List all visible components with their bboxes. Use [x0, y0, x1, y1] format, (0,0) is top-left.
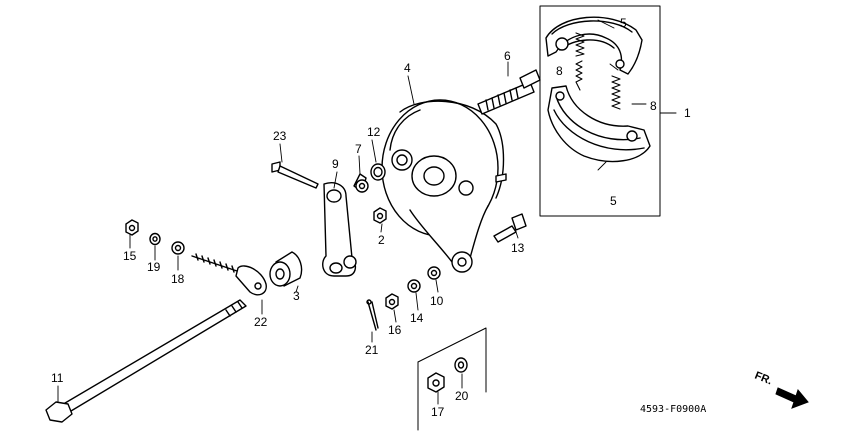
washer-14 [407, 279, 421, 293]
collar [269, 251, 303, 287]
brake-shoe-upper [545, 16, 643, 75]
cotter-pin [366, 299, 379, 331]
callout-3: 3 [293, 289, 300, 303]
callout-6: 6 [504, 49, 511, 63]
leader-lines [57, 19, 647, 405]
callout-21: 21 [365, 343, 379, 357]
callout-15: 15 [123, 249, 137, 263]
callout-2: 2 [378, 233, 385, 247]
washer-20 [454, 357, 468, 373]
nut-17 [427, 372, 445, 393]
washer-19 [149, 232, 161, 246]
nut-2 [373, 207, 387, 224]
callout-19: 19 [147, 260, 161, 274]
rear-axle [45, 299, 247, 423]
brake-arm [322, 182, 357, 277]
wear-indicator-plate [353, 173, 369, 193]
anchor-pin [477, 69, 541, 115]
callout-9: 9 [332, 157, 339, 171]
callout-12: 12 [367, 125, 381, 139]
callout-14: 14 [410, 311, 424, 325]
callout-23: 23 [273, 129, 287, 143]
callout-16: 16 [388, 323, 402, 337]
callout-5-lower: 5 [610, 194, 617, 208]
nut-15 [125, 219, 139, 236]
callout-7: 7 [355, 142, 362, 156]
callout-17: 17 [431, 405, 445, 419]
callout-22: 22 [254, 315, 268, 329]
callout-1: 1 [684, 106, 691, 120]
bolt-13 [493, 213, 527, 243]
washer-18 [171, 241, 185, 255]
callout-13: 13 [511, 241, 525, 255]
callout-8-left: 8 [556, 64, 563, 78]
callout-4: 4 [404, 61, 411, 75]
callout-5-upper: 5 [620, 16, 627, 30]
callout-11: 11 [51, 371, 64, 385]
bolt-23 [271, 161, 319, 189]
brake-rod-joint [191, 253, 267, 296]
nut-16 [385, 293, 399, 310]
callout-8-right: 8 [650, 99, 657, 113]
spring-right [611, 75, 621, 110]
brake-panel [381, 99, 507, 273]
dust-seal [370, 163, 386, 181]
callout-18: 18 [171, 272, 185, 286]
drawing-code: 4593-F0900A [640, 404, 706, 415]
callout-10: 10 [430, 294, 444, 308]
brake-shoe-set-frame [539, 5, 677, 217]
inset-frame [417, 327, 487, 431]
spring-left [575, 32, 585, 91]
callout-20: 20 [455, 389, 469, 403]
front-direction-arrow: FR. [753, 370, 809, 409]
callout-labels: 1 2 3 4 5 5 6 7 8 8 9 10 11 12 13 14 15 … [51, 16, 691, 419]
washer-10 [427, 266, 441, 280]
brake-shoe-lower [547, 85, 651, 163]
direction-label: FR. [753, 370, 774, 388]
